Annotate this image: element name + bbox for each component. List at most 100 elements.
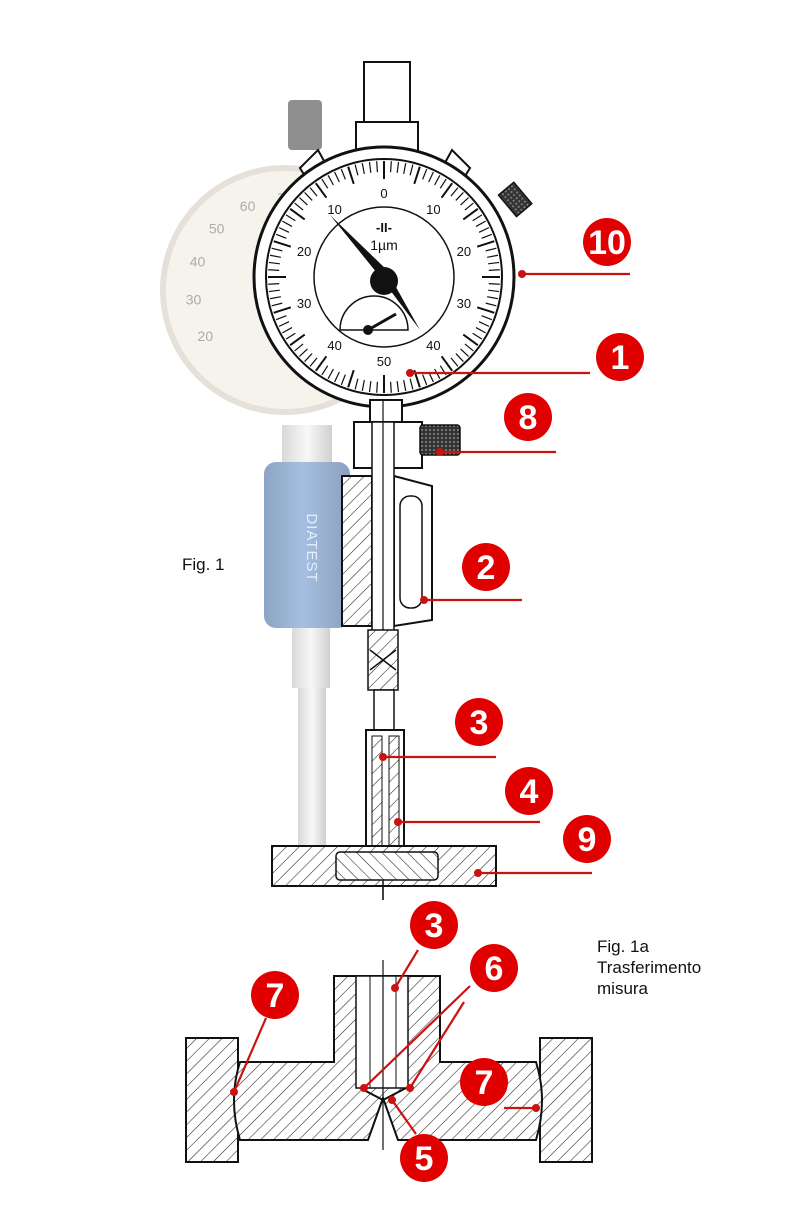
dial-tick [455, 353, 464, 362]
dial-tick [460, 348, 469, 357]
dial-tick [275, 315, 287, 321]
callout-badge [504, 393, 552, 441]
dial-tick [309, 357, 318, 367]
callout-number: 3 [425, 907, 444, 945]
dial-tick [273, 306, 292, 314]
dial-tick [440, 355, 453, 372]
dial-tick [488, 261, 500, 265]
gauge-cross-section [271, 400, 497, 900]
dial-tick [440, 182, 453, 199]
callout-leader [394, 949, 419, 989]
dial-tick [285, 332, 296, 340]
callout-leader [232, 1017, 268, 1093]
dial-tick [450, 187, 459, 197]
back-gauge-label: 60 [240, 198, 256, 214]
dial-tick [315, 355, 328, 372]
dial-tick-label: 30 [457, 296, 471, 311]
dial-tick [289, 333, 306, 346]
dial-tick [434, 175, 441, 186]
callout-dot [379, 753, 387, 761]
back-gauge-label: 20 [198, 328, 214, 344]
callout-dot [436, 448, 444, 456]
callout-3: 8 [436, 393, 556, 456]
dial-tick-label: 10 [426, 202, 440, 217]
bezel-lock-knob [497, 181, 533, 218]
dial-tick [475, 220, 486, 227]
dial-tick [304, 353, 313, 362]
dial-pointer [330, 215, 389, 278]
dial-pointer-hub [370, 267, 398, 295]
revolution-counter-needle [367, 312, 397, 332]
callout-dot [420, 596, 428, 604]
callout-9: 6 [360, 944, 518, 1092]
dial-tick [403, 380, 407, 392]
callout-dot [394, 818, 402, 826]
callout-2: 1 [406, 333, 644, 381]
sleeve-wall-left [371, 735, 383, 847]
dial-tick [409, 164, 414, 176]
dial-tick [481, 315, 493, 321]
callout-10: 7 [230, 971, 299, 1096]
dial-tick [340, 374, 346, 386]
dial-tick [278, 321, 290, 327]
dial-tick [472, 332, 483, 340]
callout-number: 6 [485, 950, 504, 988]
dial-tick [396, 381, 400, 393]
back-gauge-label: 50 [209, 220, 225, 236]
callout-12: 5 [388, 1096, 448, 1182]
dial-tick [481, 233, 493, 239]
dial-tick [396, 161, 400, 173]
callout-dot [230, 1088, 238, 1096]
dial-tick [376, 381, 379, 393]
dial-tick [487, 296, 499, 300]
dial-tick [368, 381, 372, 393]
dial-tick [439, 178, 447, 189]
dial-tick [478, 227, 490, 233]
dial-tick [269, 254, 281, 258]
callout-leader [391, 1099, 417, 1135]
dial-tick [354, 164, 359, 176]
callout-dot [532, 1104, 540, 1112]
callout-number: 5 [415, 1140, 434, 1178]
dial-tick [340, 168, 346, 180]
dial-tick [304, 192, 313, 201]
fig1a-caption-line-2: Trasferimento [597, 958, 702, 977]
callout-badge [596, 333, 644, 381]
dial-tick [334, 371, 340, 383]
setting-master [335, 851, 439, 881]
workpiece-wall-left [185, 1037, 239, 1163]
callout-badge [251, 971, 299, 1019]
body-window [399, 495, 423, 609]
callout-dot [360, 1084, 368, 1092]
dial-tick [282, 327, 293, 334]
dial-tick-label: 20 [457, 244, 471, 259]
callout-number: 7 [266, 977, 285, 1015]
dial-tick [309, 187, 318, 197]
dial-tick [268, 269, 280, 272]
callout-1: 10 [518, 218, 631, 278]
callout-dot [391, 984, 399, 992]
dial-tick [354, 378, 359, 390]
dial-tick [403, 162, 407, 174]
callout-leader [409, 1001, 465, 1089]
dial-tick [327, 368, 334, 379]
dial-tick-label: 10 [327, 202, 341, 217]
diatest-body [264, 462, 350, 628]
callout-7: 9 [474, 815, 611, 877]
revolution-counter [339, 295, 409, 331]
dial-tick [269, 296, 281, 300]
dial-tick-label: 50 [377, 354, 391, 369]
dial-tick [347, 369, 355, 388]
callout-leader [363, 985, 471, 1089]
dial-tick [285, 214, 296, 222]
dial-pointer-tail [384, 280, 420, 330]
callout-number: 4 [520, 773, 539, 811]
dial-tick [275, 233, 287, 239]
dial-unit-symbol: -II- [376, 220, 392, 235]
dial-tick [299, 348, 308, 357]
dial-tick [361, 380, 365, 392]
dial-tick [289, 208, 306, 221]
